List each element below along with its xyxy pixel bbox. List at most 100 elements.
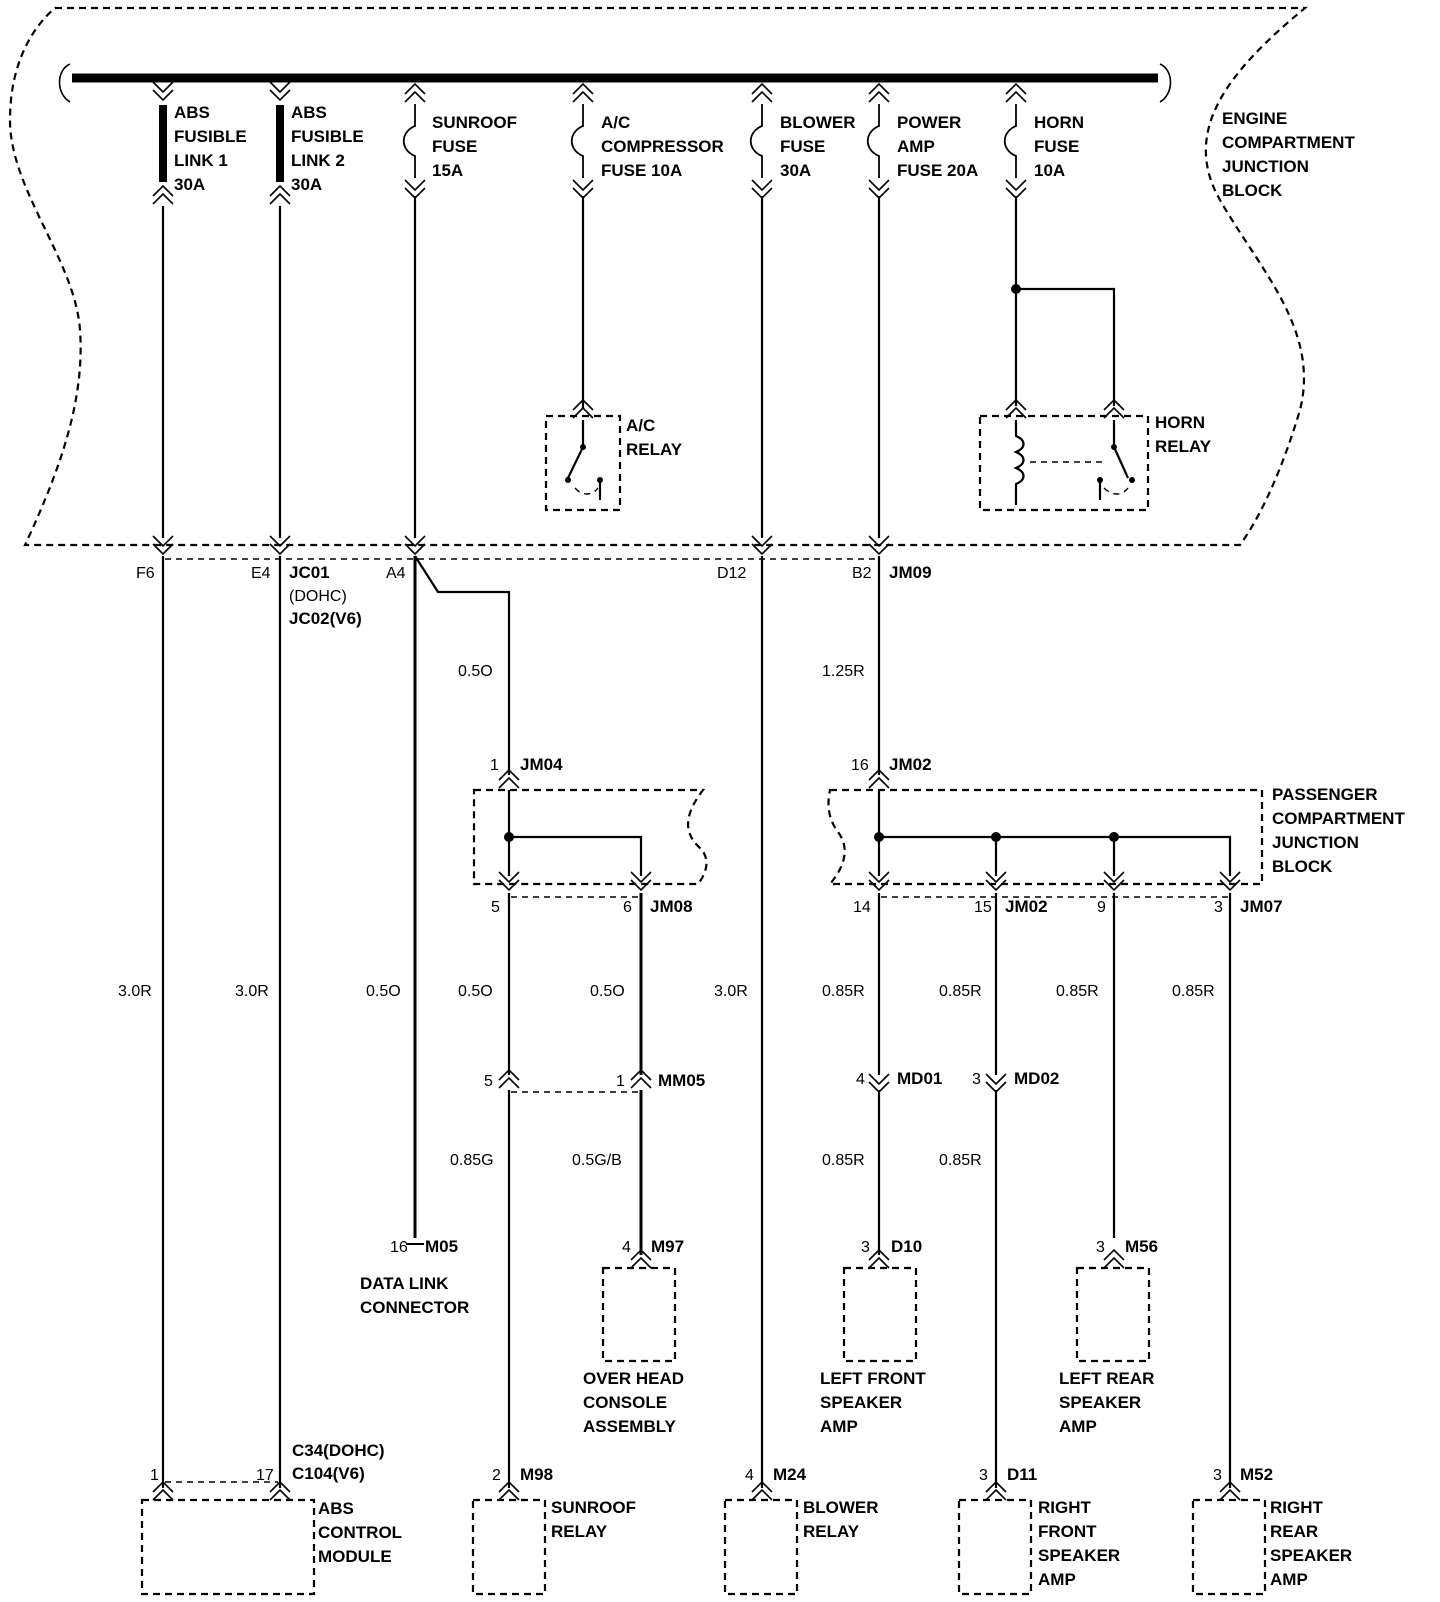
inline-connector-md02: 3 MD02 <box>972 1069 1059 1093</box>
svg-text:BLOWER: BLOWER <box>780 113 856 132</box>
svg-text:A/C: A/C <box>601 113 630 132</box>
abs-fusible-link-1: ABS FUSIBLE LINK 1 30A <box>152 81 247 205</box>
svg-text:SUNROOF: SUNROOF <box>432 113 517 132</box>
svg-text:6: 6 <box>623 899 632 916</box>
sunroof-fuse: SUNROOF FUSE 15A <box>402 83 517 199</box>
svg-text:FUSE 20A: FUSE 20A <box>897 161 978 180</box>
branch-wires <box>507 1090 998 1488</box>
svg-text:FRONT: FRONT <box>1038 1522 1097 1541</box>
svg-text:M98: M98 <box>520 1465 553 1484</box>
svg-text:14: 14 <box>853 899 871 916</box>
svg-text:MM05: MM05 <box>658 1071 705 1090</box>
svg-text:FUSE: FUSE <box>1034 137 1079 156</box>
svg-text:M52: M52 <box>1240 1465 1273 1484</box>
svg-text:AMP: AMP <box>1038 1570 1076 1589</box>
engine-block-label-4: BLOCK <box>1222 181 1283 200</box>
svg-text:POWER: POWER <box>897 113 961 132</box>
svg-text:M56: M56 <box>1125 1237 1158 1256</box>
wire-gauge: 3.0R <box>714 983 748 1000</box>
svg-text:FUSE: FUSE <box>780 137 825 156</box>
svg-text:JUNCTION: JUNCTION <box>1272 833 1359 852</box>
pin-e4: E4 <box>251 565 271 582</box>
svg-text:RELAY: RELAY <box>1155 437 1212 456</box>
svg-text:RELAY: RELAY <box>803 1522 860 1541</box>
svg-text:1: 1 <box>490 757 499 774</box>
svg-text:3: 3 <box>1096 1239 1105 1256</box>
svg-text:FUSE: FUSE <box>432 137 477 156</box>
svg-text:FUSIBLE: FUSIBLE <box>291 127 364 146</box>
svg-text:C104(V6): C104(V6) <box>292 1464 365 1483</box>
wire-gauge: 0.85R <box>822 1152 865 1169</box>
svg-text:1: 1 <box>616 1073 625 1090</box>
svg-text:AMP: AMP <box>1270 1570 1308 1589</box>
horn-relay: HORN RELAY <box>978 196 1212 512</box>
wire-gauge: 0.5G/B <box>572 1152 622 1169</box>
svg-text:COMPARTMENT: COMPARTMENT <box>1272 809 1405 828</box>
svg-text:3: 3 <box>1214 899 1223 916</box>
svg-text:FUSE 10A: FUSE 10A <box>601 161 682 180</box>
svg-text:2: 2 <box>492 1467 501 1484</box>
svg-text:HORN: HORN <box>1034 113 1084 132</box>
svg-text:MODULE: MODULE <box>318 1547 392 1566</box>
svg-text:LEFT REAR: LEFT REAR <box>1059 1369 1154 1388</box>
svg-text:RELAY: RELAY <box>551 1522 608 1541</box>
passenger-block-left: 1 JM04 5 6 JM08 <box>472 755 708 916</box>
wire-gauge: 3.0R <box>235 983 269 1000</box>
svg-text:ABS: ABS <box>291 103 327 122</box>
svg-text:BLOWER: BLOWER <box>803 1498 879 1517</box>
svg-text:CONSOLE: CONSOLE <box>583 1393 667 1412</box>
svg-text:1: 1 <box>150 1467 159 1484</box>
connector-jc02: JC02(V6) <box>289 609 362 628</box>
blower-fuse: BLOWER FUSE 30A <box>749 83 856 199</box>
svg-text:ABS: ABS <box>318 1499 354 1518</box>
svg-text:D10: D10 <box>891 1237 922 1256</box>
wire-gauge: 0.85R <box>822 983 865 1000</box>
svg-text:15A: 15A <box>432 161 463 180</box>
svg-text:16: 16 <box>851 757 869 774</box>
connector-jc01: JC01 <box>289 563 330 582</box>
svg-text:D11: D11 <box>1007 1465 1037 1484</box>
pin-b2: B2 <box>852 565 872 582</box>
svg-text:CONNECTOR: CONNECTOR <box>360 1298 469 1317</box>
svg-text:JM04: JM04 <box>520 755 563 774</box>
engine-block-label-2: COMPARTMENT <box>1222 133 1355 152</box>
wire-gauge: 0.5O <box>590 983 625 1000</box>
svg-text:3: 3 <box>861 1239 870 1256</box>
wire-gauge: 0.85R <box>939 983 982 1000</box>
wire-gauge: 0.85R <box>1056 983 1099 1000</box>
pin-d12: D12 <box>717 565 746 582</box>
svg-text:RIGHT: RIGHT <box>1038 1498 1092 1517</box>
svg-text:(DOHC): (DOHC) <box>289 588 347 605</box>
svg-text:30A: 30A <box>174 175 205 194</box>
svg-text:SUNROOF: SUNROOF <box>551 1498 636 1517</box>
svg-text:CONTROL: CONTROL <box>318 1523 402 1542</box>
svg-text:SPEAKER: SPEAKER <box>1038 1546 1120 1565</box>
engine-block-label-1: ENGINE <box>1222 109 1287 128</box>
data-link-connector: 16 M05 DATA LINK CONNECTOR <box>360 1237 469 1317</box>
svg-text:16: 16 <box>390 1239 408 1256</box>
svg-text:15: 15 <box>974 899 992 916</box>
svg-text:JM08: JM08 <box>650 897 693 916</box>
wire-gauge: 0.85R <box>939 1152 982 1169</box>
svg-text:5: 5 <box>491 899 500 916</box>
svg-text:A/C: A/C <box>626 416 655 435</box>
svg-text:10A: 10A <box>1034 161 1065 180</box>
svg-text:ABS: ABS <box>174 103 210 122</box>
blower-relay: 4 M24 BLOWER RELAY <box>723 1465 879 1596</box>
svg-text:SPEAKER: SPEAKER <box>1270 1546 1352 1565</box>
svg-text:4: 4 <box>745 1467 754 1484</box>
svg-text:COMPRESSOR: COMPRESSOR <box>601 137 724 156</box>
svg-text:30A: 30A <box>780 161 811 180</box>
svg-text:M05: M05 <box>425 1237 458 1256</box>
svg-text:RIGHT: RIGHT <box>1270 1498 1324 1517</box>
svg-text:AMP: AMP <box>1059 1417 1097 1436</box>
lower-harness-wires <box>507 893 1232 1488</box>
svg-text:M24: M24 <box>773 1465 807 1484</box>
svg-text:RELAY: RELAY <box>626 440 683 459</box>
svg-text:3: 3 <box>1213 1467 1222 1484</box>
svg-text:AMP: AMP <box>897 137 935 156</box>
wire-gauge: 0.5O <box>458 663 493 680</box>
overhead-console-assembly: 4 M97 OVER HEAD CONSOLE ASSEMBLY <box>583 1237 684 1436</box>
svg-text:LINK 2: LINK 2 <box>291 151 345 170</box>
